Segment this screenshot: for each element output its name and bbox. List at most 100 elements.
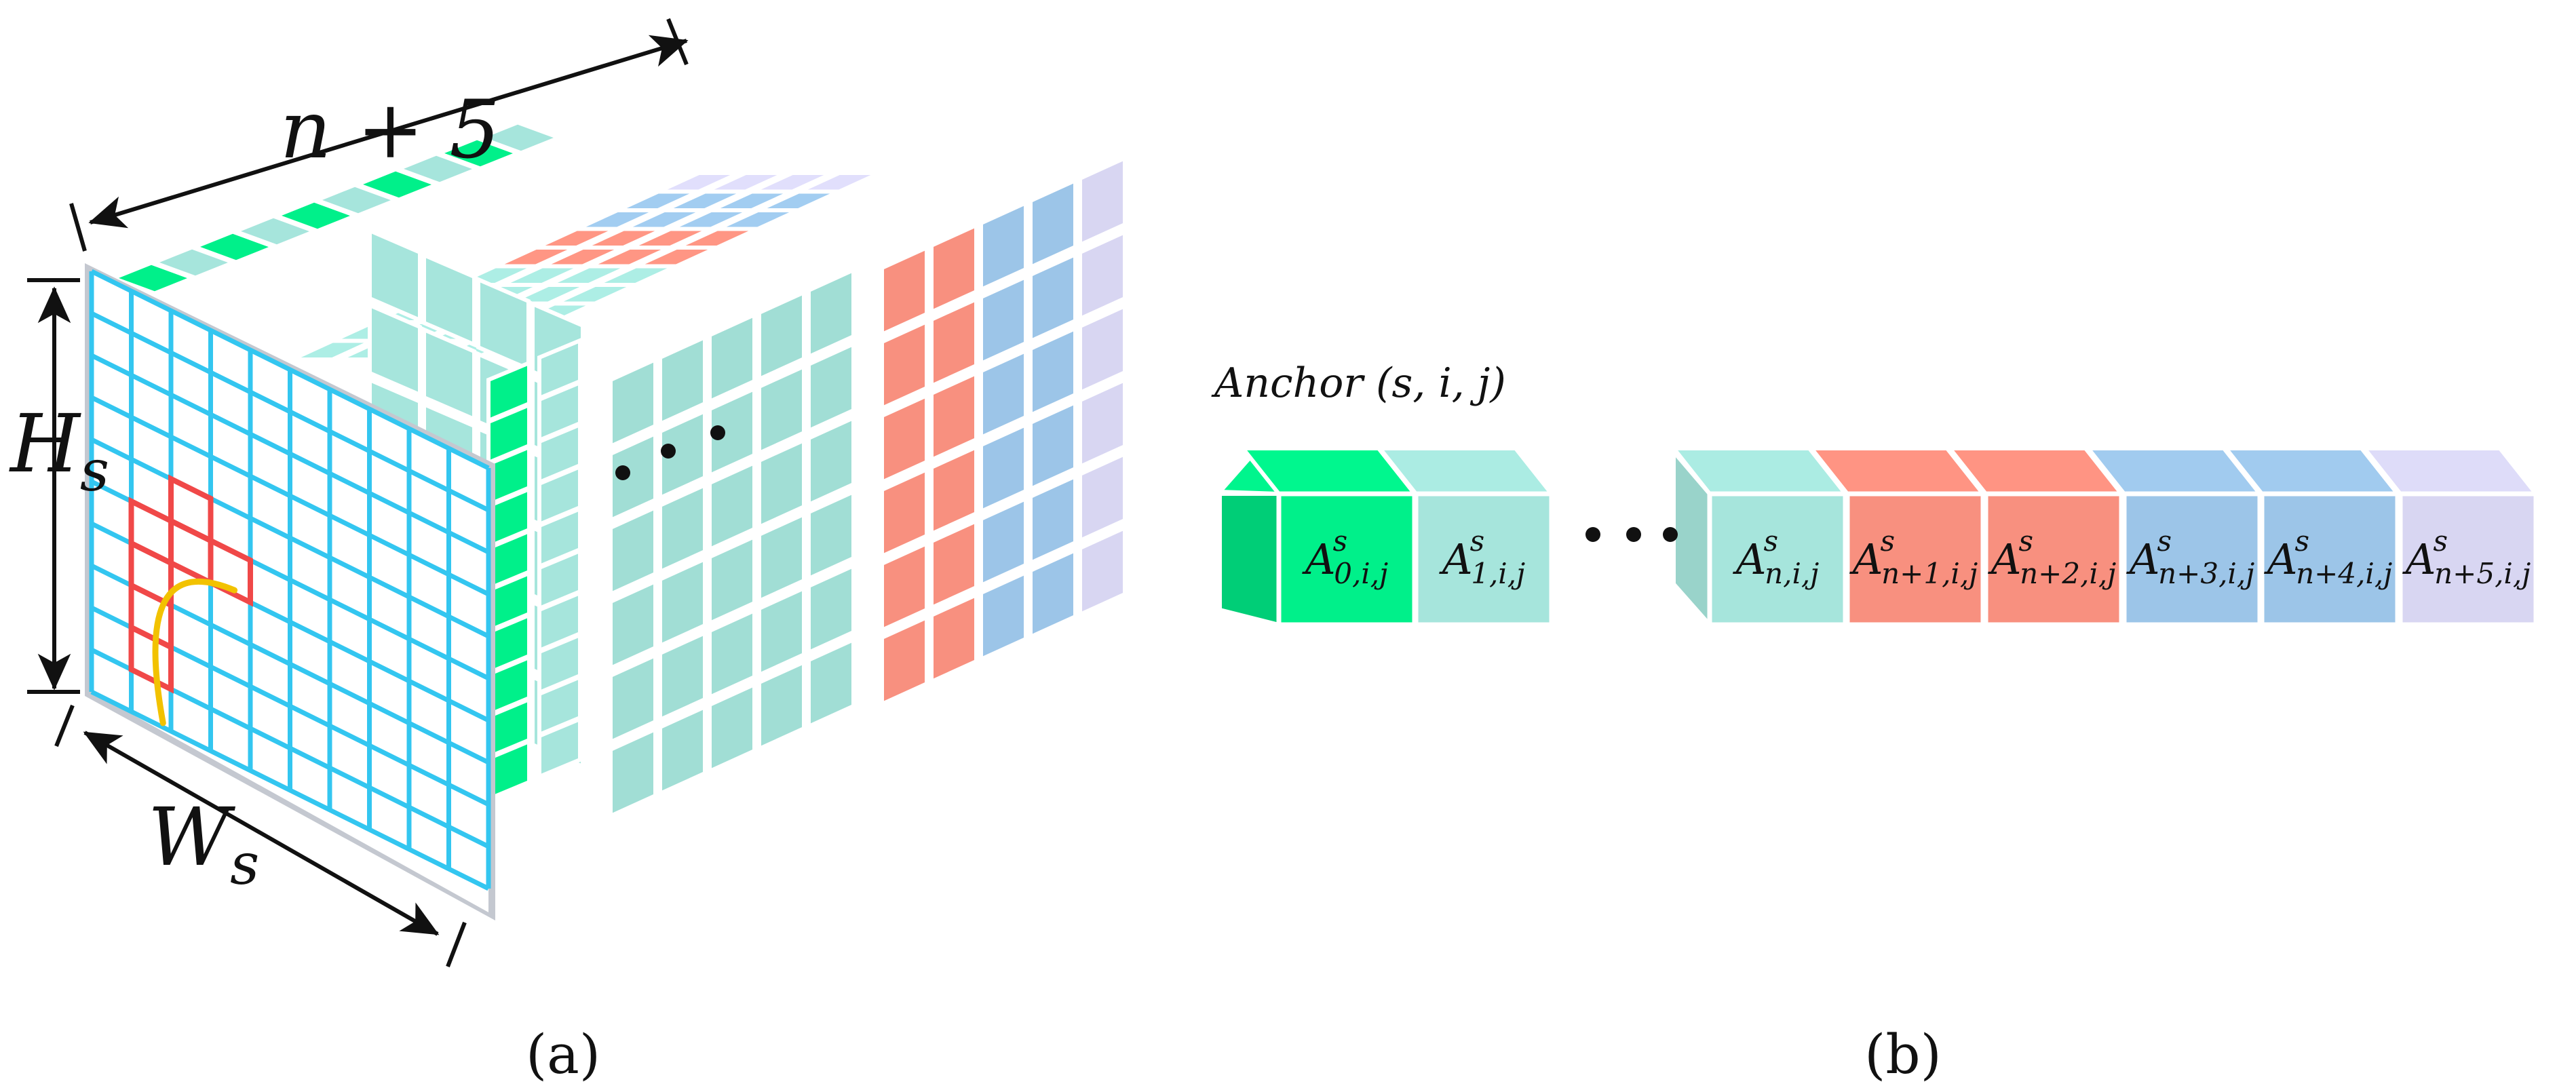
width-dimension-arrow — [54, 704, 467, 968]
cube-side-cell — [708, 385, 756, 479]
anchor-block-label-base: A — [1439, 535, 1473, 584]
height-label: Hs — [9, 397, 109, 504]
cube-side-cell — [929, 591, 978, 685]
cube-side-cell — [708, 533, 756, 627]
cube-side-cell — [979, 273, 1028, 367]
anchor-block-label-sup: s — [2434, 524, 2448, 558]
width-label: Ws — [148, 790, 259, 897]
anchor-block-label-base: A — [2264, 535, 2298, 584]
cube-side-cell — [708, 311, 756, 405]
grid-top-cell — [394, 152, 482, 186]
cube-side-cell — [1029, 399, 1077, 492]
anchor-block-front — [2398, 491, 2539, 627]
cube-side-cell — [979, 421, 1028, 515]
depth-label: n + 5 — [280, 83, 501, 176]
cube-front-cell — [368, 302, 422, 398]
anchor-block-label-base: A — [2126, 535, 2160, 584]
anchor-block-label-base: A — [1302, 535, 1336, 584]
cube-side-cell — [708, 607, 756, 701]
cube-side-cell — [880, 392, 929, 486]
anchor-block-label-sub: n+4,i,j — [2296, 557, 2392, 590]
cube-side-cell — [929, 444, 978, 537]
cube-side-cell — [1029, 547, 1077, 640]
cube-side-cell — [757, 511, 806, 604]
cube-side-cell — [979, 495, 1028, 589]
cube-front-cell — [368, 227, 422, 324]
grid-top-cell — [272, 199, 360, 233]
cube-side-cell — [1029, 251, 1077, 345]
cube-side-cell — [658, 482, 707, 575]
anchor-label: Anchor (s, i, j) — [1211, 360, 1506, 407]
width-label-sub: s — [230, 831, 259, 897]
cube-side-cell — [1029, 177, 1077, 271]
teal-slice-cell — [537, 716, 582, 780]
anchor-block-front — [1707, 491, 1848, 627]
height-label-base: H — [9, 397, 81, 490]
anchor-block-front — [2121, 491, 2263, 627]
anchor-block-label-sub: n+3,i,j — [2158, 557, 2254, 590]
anchor-block-label-sup: s — [1470, 524, 1485, 558]
cube-side-cell — [757, 585, 806, 678]
cube-side-cell — [658, 408, 707, 501]
cube-side-cell — [929, 222, 978, 315]
grid-top-cell — [476, 121, 563, 155]
trajectory-curve — [152, 578, 238, 726]
anchor-block-label-base: A — [1988, 535, 2022, 584]
cube-side-cell — [1078, 376, 1127, 470]
cube-side-cell — [807, 636, 856, 730]
anchor-ellipsis-dot — [1626, 527, 1641, 542]
cube-side-cell — [1029, 473, 1077, 566]
cube-ellipsis-dot — [710, 425, 725, 440]
cube-side-cell — [807, 267, 856, 360]
cube-front-cell — [422, 252, 476, 348]
grid-top-cell — [109, 261, 197, 295]
cube-side-cell — [880, 466, 929, 560]
grid-top-cell — [191, 230, 278, 264]
grid-top-cell — [150, 246, 237, 279]
cube-ellipsis-dot — [615, 465, 630, 480]
cube-side-cell — [708, 681, 756, 775]
cube-side-cell — [757, 437, 806, 530]
cube-side-cell — [1078, 155, 1127, 248]
anchor-block-label-sub: n+2,i,j — [2020, 557, 2116, 590]
cube-side-cell — [609, 356, 657, 450]
cube-side-cell — [658, 703, 707, 797]
highlighted-grid-cell — [208, 536, 253, 607]
cube-side-cell — [609, 726, 657, 819]
anchor-block-label-sup: s — [2295, 524, 2310, 558]
grid-top-cell — [231, 214, 319, 248]
anchor-block-label-base: A — [1849, 535, 1883, 584]
cube-side-cell — [929, 370, 978, 463]
anchor-block-front — [2259, 491, 2400, 627]
cube-side-cell — [757, 363, 806, 456]
anchor-block-label-base: A — [1733, 535, 1767, 584]
cube-side-cell — [609, 652, 657, 745]
anchor-ellipsis-dot — [1585, 527, 1600, 542]
anchor-block-label-sub: 0,i,j — [1334, 557, 1388, 590]
cube-side-cell — [807, 414, 856, 508]
cube-side-cell — [658, 556, 707, 649]
cube-side-cell — [979, 347, 1028, 441]
cube-side-cell — [658, 334, 707, 427]
cube-side-cell — [708, 459, 756, 553]
height-label-sub: s — [80, 438, 109, 504]
cube-side-cell — [658, 629, 707, 723]
cube-side-cell — [979, 199, 1028, 293]
cube-side-cell — [1078, 229, 1127, 322]
caption-b: (b) — [1864, 1023, 1942, 1086]
cube-side-cell — [880, 614, 929, 707]
